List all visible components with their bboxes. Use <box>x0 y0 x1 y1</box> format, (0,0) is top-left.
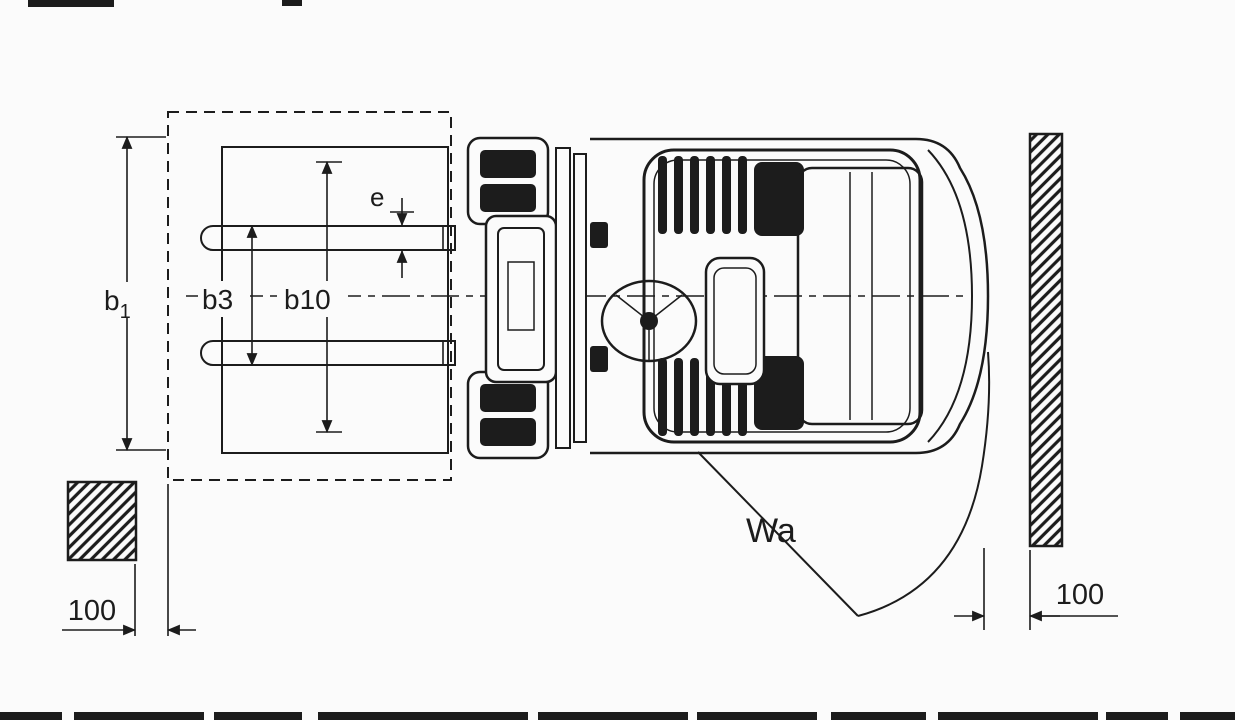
guard-bars-top <box>658 156 747 234</box>
front-tire-bottom <box>480 418 536 446</box>
label-mask <box>100 282 154 318</box>
guard-bar <box>722 156 731 234</box>
obstacle-block-left <box>66 480 138 562</box>
front-tire-top <box>480 184 536 212</box>
label-b10: b10 <box>284 284 331 315</box>
mast-bracket <box>590 222 608 248</box>
dimension-b3: b3 <box>198 224 258 367</box>
dimension-e: e <box>370 182 414 278</box>
label-mask <box>198 281 250 317</box>
seat <box>704 256 766 386</box>
label-clearance-right: 100 <box>1056 579 1104 611</box>
front-tire-top <box>480 150 536 178</box>
guard-bar <box>690 358 699 436</box>
mast-outer <box>484 214 558 384</box>
guard-bar <box>674 156 683 234</box>
mast-inner <box>497 227 545 371</box>
label-wa: Wa <box>746 512 796 550</box>
guard-bar <box>658 156 667 234</box>
wall-right <box>1028 132 1064 548</box>
overhead-guard-inner <box>653 159 911 433</box>
guard-bar <box>658 358 667 436</box>
carriage-plate <box>573 153 587 443</box>
turning-radius-wa: Wa <box>697 351 991 617</box>
front-tire-bottom <box>480 384 536 412</box>
counterweight-inner-curve <box>927 149 974 443</box>
engine-hood <box>796 166 924 426</box>
dimension-b10: b10 <box>278 160 348 434</box>
guard-bar <box>738 156 747 234</box>
clearance-right: 100 <box>954 548 1118 630</box>
guard-bar <box>690 156 699 234</box>
label-b3: b3 <box>202 284 233 315</box>
mast-bracket <box>590 346 608 372</box>
label-clearance-left: 100 <box>68 595 116 627</box>
label-mask <box>278 281 348 317</box>
wa-leader-line <box>697 451 859 617</box>
guard-bar <box>706 156 715 234</box>
label-e: e <box>370 182 384 212</box>
mast-cylinder <box>507 261 535 331</box>
fork-lower <box>200 340 456 366</box>
forklift <box>466 136 990 460</box>
overhead-guard-outer <box>642 148 922 444</box>
fork-upper <box>200 225 456 251</box>
guard-leg-top <box>754 162 804 236</box>
dimension-b1: b1 <box>100 135 166 452</box>
steering-spoke <box>648 294 683 322</box>
load-contour-dashed-rect <box>167 111 452 481</box>
guard-leg-bottom <box>754 356 804 430</box>
label-b1: b1 <box>104 285 131 323</box>
scan-artifact-mark <box>282 0 302 6</box>
body-outline <box>590 137 990 455</box>
clearance-left: 100 <box>62 484 196 636</box>
carriage-plate <box>555 147 571 449</box>
steering-spoke <box>615 294 650 322</box>
wa-arc <box>857 351 991 617</box>
seat-cushion <box>713 267 757 375</box>
guard-bar <box>674 358 683 436</box>
scan-artifact-mark <box>28 0 114 7</box>
